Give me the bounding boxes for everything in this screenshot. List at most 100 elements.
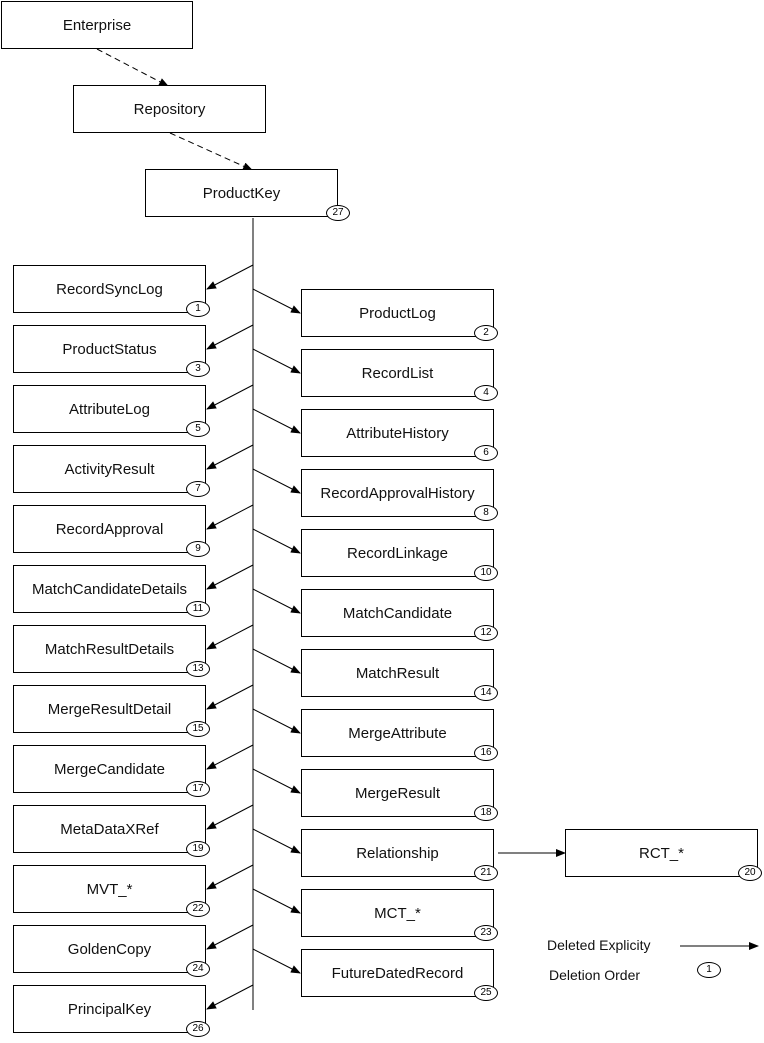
left-entity-5-order-badge: 11 (186, 601, 210, 617)
right-entity-4-label: RecordLinkage (347, 544, 448, 562)
left-entity-11-connector (206, 924, 254, 950)
right-entity-5-connector (252, 588, 301, 614)
rct-box: RCT_* (565, 829, 758, 877)
right-entity-3-connector (252, 468, 301, 494)
left-entity-10-order-badge: 22 (186, 901, 210, 917)
right-entity-1-box: RecordList (301, 349, 494, 397)
left-entity-5-connector (206, 564, 254, 590)
left-entity-7-connector (206, 684, 254, 710)
right-entity-7-connector (252, 708, 301, 734)
left-entity-1-connector (206, 324, 254, 350)
right-entity-11-connector (252, 948, 301, 974)
left-entity-7-order-badge: 15 (186, 721, 210, 737)
right-entity-11-order-badge: 25 (474, 985, 498, 1001)
enterprise-label: Enterprise (62, 16, 132, 34)
right-entity-4-order-badge: 10 (474, 565, 498, 581)
left-entity-3-connector (206, 444, 254, 470)
left-entity-11-order-badge: 24 (186, 961, 210, 977)
left-entity-0-connector (206, 264, 254, 290)
right-entity-2-order-badge: 6 (474, 445, 498, 461)
right-entity-1-connector (252, 348, 301, 374)
left-entity-2-label: AttributeLog (69, 400, 150, 418)
left-entity-6-box: MatchResultDetails (13, 625, 206, 673)
left-entity-7-box: MergeResultDetail (13, 685, 206, 733)
right-entity-2-connector (252, 408, 301, 434)
enterprise-repository-dashed-connector (96, 48, 169, 87)
left-entity-6-order-badge: 13 (186, 661, 210, 677)
right-entity-2-box: AttributeHistory (301, 409, 494, 457)
right-entity-9-box: Relationship (301, 829, 494, 877)
left-entity-5-label: MatchCandidateDetails (31, 580, 188, 598)
right-entity-6-box: MatchResult (301, 649, 494, 697)
legend-deletion-order-label: Deletion Order (549, 967, 641, 983)
right-entity-1-label: RecordList (361, 364, 434, 382)
repository-productkey-dashed-connector (169, 132, 253, 171)
productkey-label: ProductKey (202, 184, 281, 202)
left-entity-10-label: MVT_* (86, 880, 133, 898)
right-entity-3-box: RecordApprovalHistory (301, 469, 494, 517)
left-entity-9-order-badge: 19 (186, 841, 210, 857)
right-entity-1-order-badge: 4 (474, 385, 498, 401)
right-entity-3-order-badge: 8 (474, 505, 498, 521)
right-entity-11-box: FutureDatedRecord (301, 949, 494, 997)
right-entity-8-label: MergeResult (354, 784, 441, 802)
rct-label: RCT_* (638, 844, 684, 862)
left-entity-8-connector (206, 744, 254, 770)
left-entity-0-order-badge: 1 (186, 301, 210, 317)
left-entity-8-order-badge: 17 (186, 781, 210, 797)
rct-order-badge: 20 (738, 865, 762, 881)
right-entity-0-connector (252, 288, 301, 314)
left-entity-9-connector (206, 804, 254, 830)
left-entity-0-label: RecordSyncLog (56, 280, 163, 298)
left-entity-9-label: MetaDataXRef (60, 820, 159, 838)
left-entity-9-box: MetaDataXRef (13, 805, 206, 853)
left-entity-4-box: RecordApproval (13, 505, 206, 553)
left-entity-1-order-badge: 3 (186, 361, 210, 377)
left-entity-7-label: MergeResultDetail (47, 700, 172, 718)
repository-box: Repository (73, 85, 266, 133)
left-entity-12-order-badge: 26 (186, 1021, 210, 1037)
right-entity-8-connector (252, 768, 301, 794)
left-entity-10-connector (206, 864, 254, 890)
right-entity-10-order-badge: 23 (474, 925, 498, 941)
right-entity-10-label: MCT_* (374, 904, 421, 922)
right-entity-0-order-badge: 2 (474, 325, 498, 341)
left-entity-11-box: GoldenCopy (13, 925, 206, 973)
left-entity-12-label: PrincipalKey (67, 1000, 152, 1018)
right-entity-8-order-badge: 18 (474, 805, 498, 821)
left-entity-12-connector (206, 984, 254, 1010)
legend-order-badge: 1 (697, 962, 721, 978)
right-entity-5-box: MatchCandidate (301, 589, 494, 637)
left-entity-8-box: MergeCandidate (13, 745, 206, 793)
right-entity-8-box: MergeResult (301, 769, 494, 817)
right-entity-0-label: ProductLog (359, 304, 436, 322)
right-entity-4-connector (252, 528, 301, 554)
left-entity-5-box: MatchCandidateDetails (13, 565, 206, 613)
right-entity-3-label: RecordApprovalHistory (320, 484, 475, 502)
right-entity-0-box: ProductLog (301, 289, 494, 337)
left-entity-3-label: ActivityResult (64, 460, 155, 478)
left-entity-6-connector (206, 624, 254, 650)
right-entity-10-box: MCT_* (301, 889, 494, 937)
right-entity-5-label: MatchCandidate (342, 604, 453, 622)
right-entity-6-connector (252, 648, 301, 674)
right-entity-11-label: FutureDatedRecord (331, 964, 464, 982)
right-entity-10-connector (252, 888, 301, 914)
right-entity-7-order-badge: 16 (474, 745, 498, 761)
right-entity-2-label: AttributeHistory (346, 424, 449, 442)
left-entity-8-label: MergeCandidate (54, 760, 165, 778)
right-entity-9-order-badge: 21 (474, 865, 498, 881)
left-entity-2-order-badge: 5 (186, 421, 210, 437)
left-entity-2-connector (206, 384, 254, 410)
left-entity-0-box: RecordSyncLog (13, 265, 206, 313)
productkey-order-badge: 27 (326, 205, 350, 221)
left-entity-4-label: RecordApproval (55, 520, 164, 538)
left-entity-12-box: PrincipalKey (13, 985, 206, 1033)
right-entity-6-order-badge: 14 (474, 685, 498, 701)
left-entity-3-order-badge: 7 (186, 481, 210, 497)
right-entity-4-box: RecordLinkage (301, 529, 494, 577)
left-entity-4-order-badge: 9 (186, 541, 210, 557)
right-entity-9-label: Relationship (356, 844, 439, 862)
